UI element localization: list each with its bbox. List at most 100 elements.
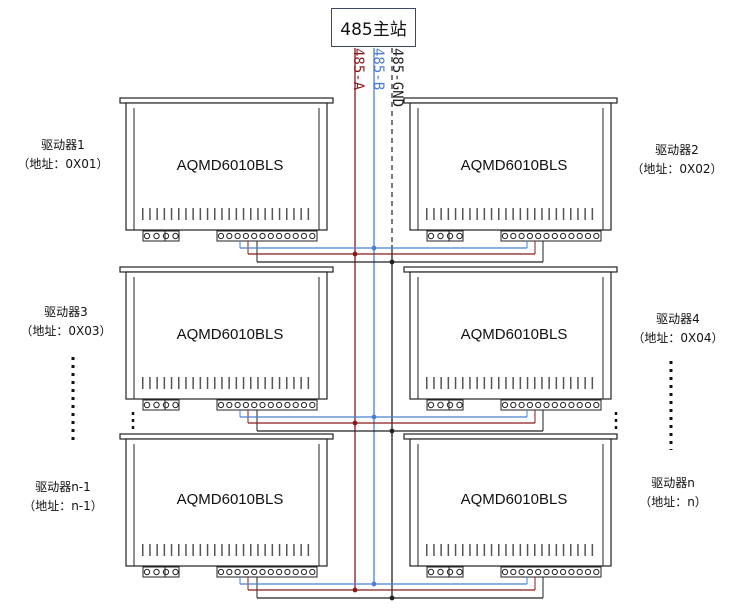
driver-model-3: AQMD6010BLS — [176, 326, 284, 343]
pin-label — [454, 377, 457, 389]
pin-label — [577, 208, 579, 220]
pin-label — [454, 544, 457, 556]
pin-label — [433, 544, 435, 556]
pin-label — [541, 544, 543, 556]
driver-address: （地址：0X04） — [632, 331, 724, 345]
terminal-screw — [292, 568, 299, 576]
terminal-screw — [172, 401, 179, 409]
terminal-screw — [593, 232, 600, 240]
terminal-screw — [300, 232, 308, 240]
terminal-screw — [427, 401, 435, 409]
terminal-screw — [576, 568, 583, 576]
driver-lid — [403, 97, 618, 104]
terminal-screw — [284, 568, 291, 576]
pin-label — [300, 544, 302, 556]
pin-label — [462, 544, 464, 556]
pin-label — [242, 544, 245, 556]
driver-name: 驱动器n-1 — [35, 480, 91, 494]
terminal-block — [500, 230, 602, 242]
pin-label — [156, 208, 158, 220]
pin-label — [498, 544, 500, 556]
terminal-screw — [162, 232, 170, 240]
pin-label — [264, 377, 266, 389]
pin-label — [242, 208, 245, 220]
pin-label — [562, 544, 565, 556]
pin-label — [264, 208, 266, 220]
terminal-block — [164, 566, 180, 578]
driver-label-2: 驱动器2 （地址：0X02） — [622, 141, 732, 179]
pin-label — [235, 544, 238, 556]
pin-label — [447, 544, 450, 556]
pin-label — [170, 208, 173, 220]
pin-label — [192, 377, 194, 389]
pin-label — [206, 208, 209, 220]
terminal-screw — [309, 401, 316, 409]
driver-address: （地址：0X03） — [20, 324, 112, 338]
terminal-screw — [518, 232, 525, 240]
pin-label — [490, 544, 493, 556]
terminal-screw — [427, 232, 435, 240]
pin-label — [293, 544, 295, 556]
pin-label — [192, 544, 194, 556]
pin-label — [163, 544, 166, 556]
terminal-screw — [568, 232, 575, 240]
terminal-screw — [267, 232, 274, 240]
terminal-screw — [267, 401, 274, 409]
pin-label — [519, 544, 522, 556]
pin-label — [555, 544, 558, 556]
signal-label-gnd: 485-GND — [389, 48, 405, 108]
pin-label — [534, 377, 536, 389]
pin-label — [512, 544, 514, 556]
terminal-screw — [446, 568, 454, 576]
pin-label — [483, 377, 486, 389]
terminal-block — [500, 566, 602, 578]
terminal-screw — [172, 232, 179, 240]
pin-label — [591, 544, 594, 556]
terminal-screw — [226, 568, 233, 576]
junction-dot-a — [352, 587, 358, 593]
signal-label-b: 485-B — [370, 48, 386, 91]
driver-lid — [119, 433, 334, 440]
terminal-screw — [276, 232, 283, 240]
pin-label — [250, 208, 252, 220]
pin-label — [264, 544, 266, 556]
driver-name: 驱动器3 — [44, 305, 88, 319]
pin-label — [185, 377, 187, 389]
driver-address: （地址：n） — [639, 495, 707, 509]
pin-label — [570, 544, 572, 556]
pin-label — [498, 208, 500, 220]
pin-label — [307, 544, 310, 556]
terminal-screw — [292, 232, 299, 240]
pin-label — [570, 208, 572, 220]
pin-label — [541, 377, 543, 389]
terminal-screw — [568, 568, 575, 576]
pin-label — [278, 377, 281, 389]
pin-label — [562, 377, 565, 389]
driver-model-4: AQMD6010BLS — [460, 326, 568, 343]
pin-label — [250, 544, 252, 556]
terminal-screw — [226, 401, 233, 409]
pin-label — [454, 208, 457, 220]
terminal-screw — [518, 568, 525, 576]
pin-label — [228, 544, 230, 556]
pin-label — [293, 377, 295, 389]
terminal-screw — [584, 401, 592, 409]
driver-label-4: 驱动器4 （地址：0X04） — [623, 310, 733, 348]
pin-label — [170, 377, 173, 389]
driver-address: （地址：0X01） — [17, 157, 109, 171]
terminal-screw — [501, 568, 509, 576]
pin-label — [271, 208, 274, 220]
pin-label — [178, 544, 180, 556]
terminal-screw — [535, 401, 542, 409]
pin-label — [300, 208, 302, 220]
terminal-screw — [526, 232, 534, 240]
terminal-screw — [251, 232, 258, 240]
pin-label — [214, 377, 216, 389]
driver-model-n-1: AQMD6010BLS — [176, 491, 284, 508]
terminal-screw — [217, 568, 225, 576]
terminal-screw — [437, 401, 444, 409]
terminal-screw — [526, 568, 534, 576]
terminal-screw — [234, 401, 241, 409]
terminal-block — [448, 399, 464, 411]
terminal-screw — [284, 232, 291, 240]
